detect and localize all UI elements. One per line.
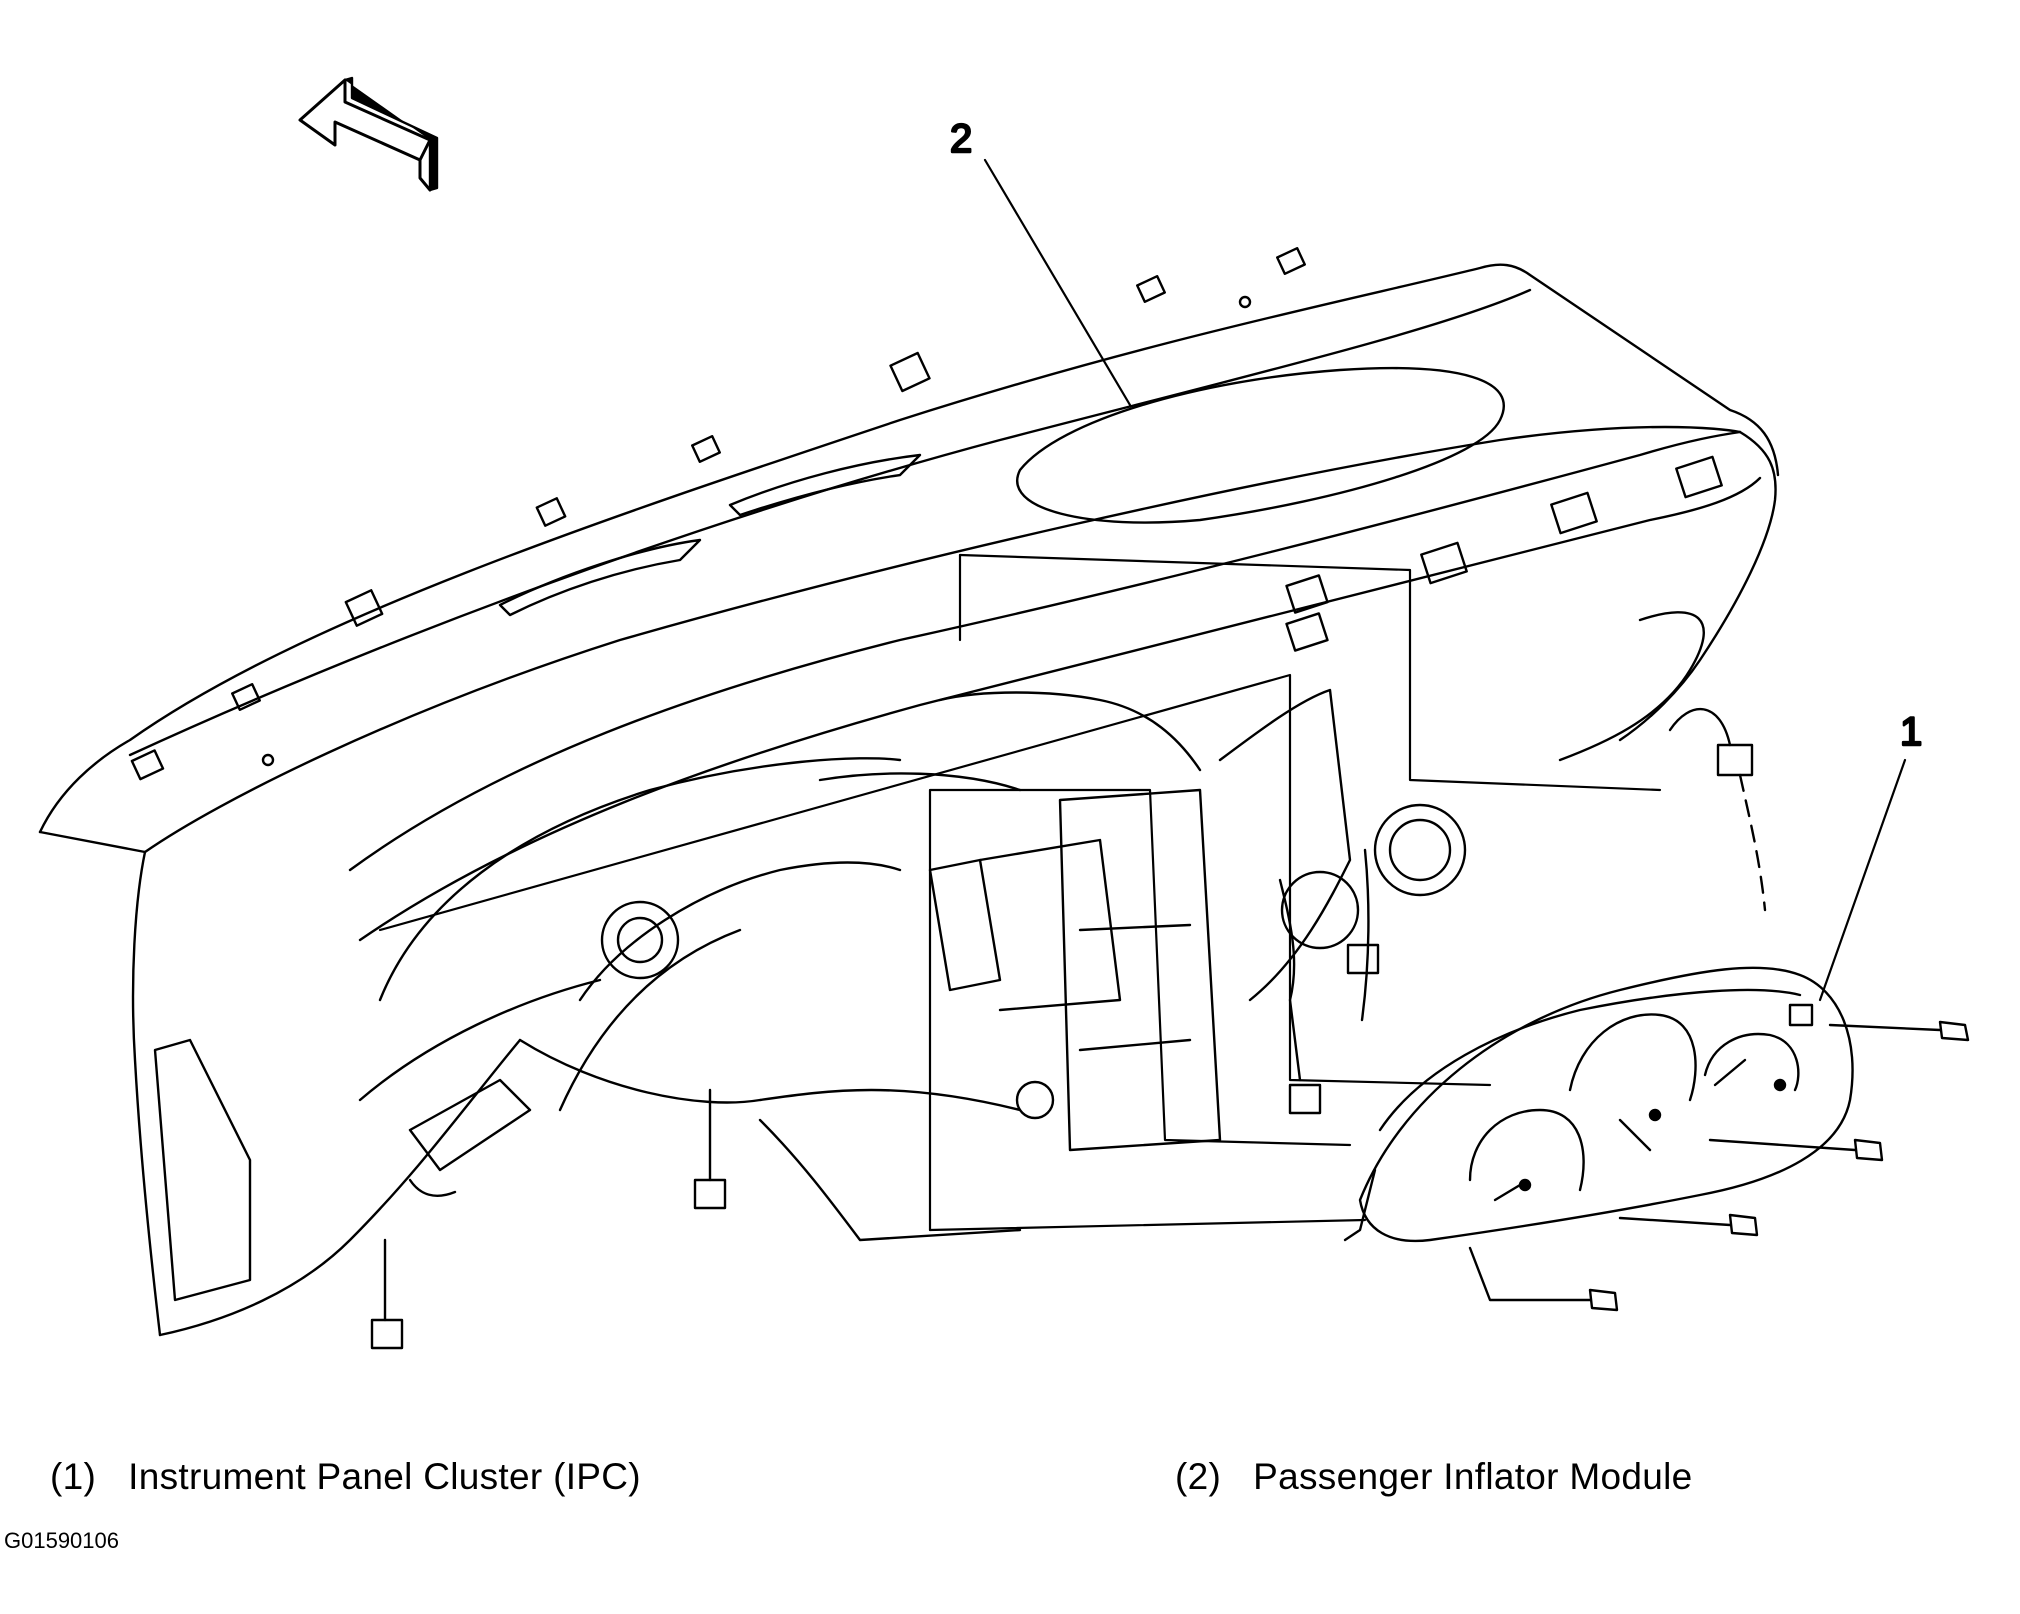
legend-item-number: (2) — [1175, 1456, 1222, 1497]
direction-arrow-icon — [298, 76, 439, 192]
legend-item-passenger-inflator: (2) Passenger Inflator Module — [1175, 1456, 1693, 1498]
legend-item-label: Passenger Inflator Module — [1253, 1456, 1693, 1497]
legend-item-label: Instrument Panel Cluster (IPC) — [128, 1456, 641, 1497]
callout-2: 2 — [949, 116, 1132, 407]
instrument-panel-cluster — [1343, 966, 1854, 1243]
figure-code: G01590106 — [4, 1528, 119, 1553]
legend-item-number: (1) — [50, 1456, 97, 1497]
callout-1-number: 1 — [1900, 710, 1922, 754]
attachment-leader-lines — [378, 553, 1662, 1232]
instrument-panel-assembly — [38, 246, 1780, 1350]
cluster-screws — [1468, 1020, 1970, 1312]
callout-1: 1 — [1818, 709, 1923, 1002]
legend-item-ipc: (1) Instrument Panel Cluster (IPC) — [50, 1456, 641, 1498]
callout-2-number: 2 — [950, 117, 972, 161]
